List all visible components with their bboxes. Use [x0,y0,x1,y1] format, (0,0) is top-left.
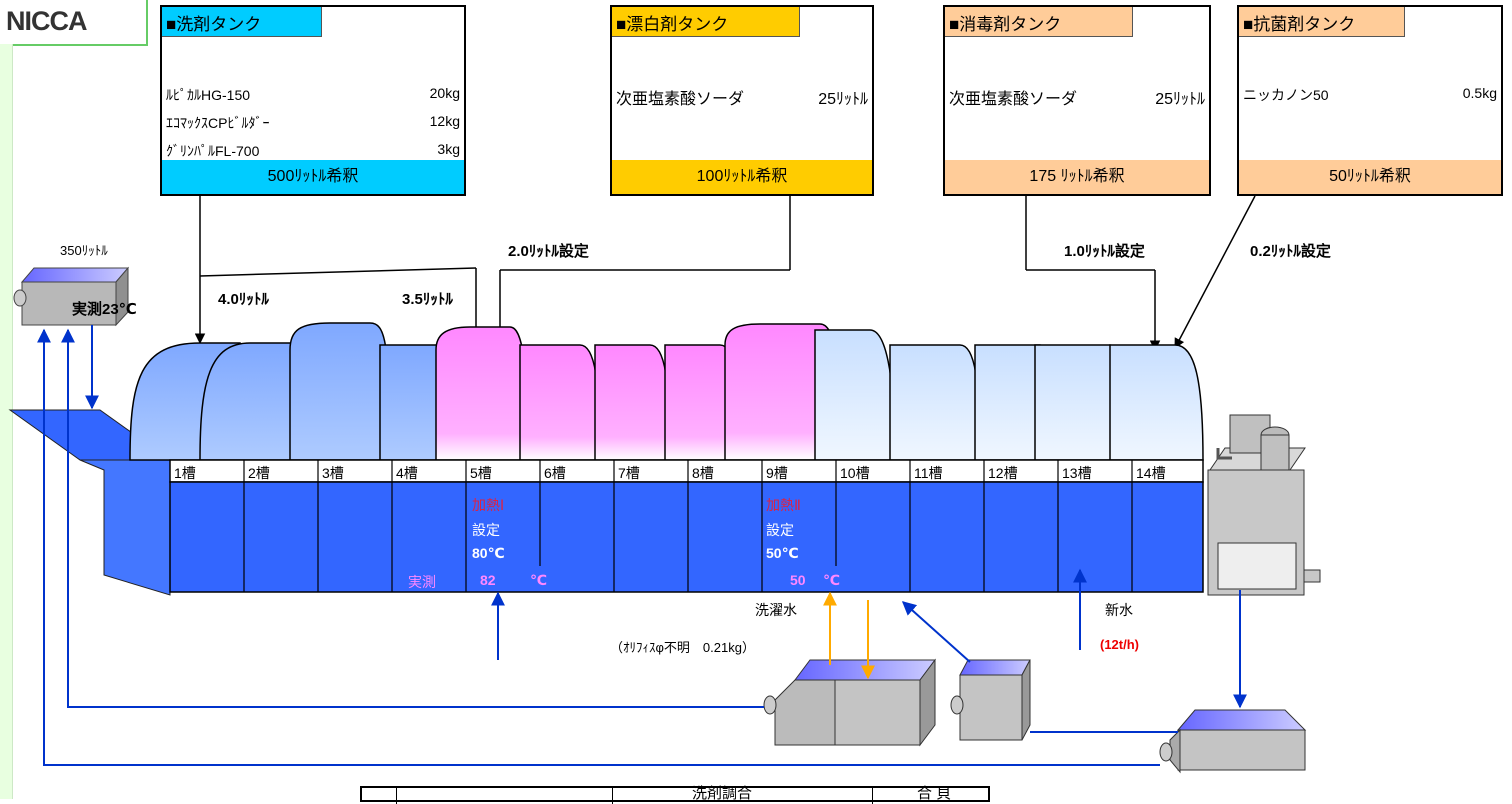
heat1-unit: ℃ [530,572,547,588]
orifice-note: （ｵﾘﾌｨｽφ不明 0.21kg） [610,640,755,655]
left-margin-bar [0,44,13,799]
dosing-label-2: 3.5ﾘｯﾄﾙ [402,291,453,308]
cell-13-label: 13槽 [1062,465,1092,481]
heat2-set: 設定 [766,522,794,538]
new-water-rate: (12t/h) [1100,637,1139,652]
bottom-tanks [763,658,1307,774]
antibacterial-dilution: 50ﾘｯﾄﾙ希釈 [1239,160,1501,194]
tank-body [169,481,1204,593]
logo-text: NICCA [6,6,87,36]
table-header-formula: 洗剤調合 [692,785,753,802]
heat1-set: 設定 [472,522,500,538]
cell-dividers [243,460,1133,592]
logo: NICCA [0,0,148,46]
supply-tank-temp: 実測23℃ [72,301,137,318]
rinse-water-label: 洗濯水 [755,602,797,618]
bleach-tank-title: ■漂白剤タンク [612,7,800,37]
cell-2-label: 2槽 [248,465,270,481]
cell-6-label: 6槽 [544,465,566,481]
cell-14-label: 14槽 [1136,465,1166,481]
table-header-total: 合 貝 [917,785,952,802]
cell-8-label: 8槽 [692,465,714,481]
cell-3-label: 3槽 [322,465,344,481]
detergent-dilution: 500ﾘｯﾄﾙ希釈 [162,160,464,194]
cell-1-label: 1槽 [174,465,196,481]
dosing-label-3: 2.0ﾘｯﾄﾙ設定 [508,243,589,260]
cell-9-label: 9槽 [766,465,788,481]
rinse-pipes [823,591,875,680]
cell-4-label: 4槽 [396,465,418,481]
bleach-dilution: 100ﾘｯﾄﾙ希釈 [612,160,872,194]
cell-12-label: 12槽 [988,465,1018,481]
press-machine [1207,414,1321,596]
heat1-measval: 82 [480,572,496,588]
heat2-unit: ℃ [823,572,840,588]
dosing-label-4: 1.0ﾘｯﾄﾙ設定 [1064,243,1145,260]
new-water-label: 新水 [1105,602,1133,618]
antibacterial-tank-title: ■抗菌剤タンク [1239,7,1405,37]
dosing-label-1: 4.0ﾘｯﾄﾙ [218,291,269,308]
supply-tank-volume: 350ﾘｯﾄﾙ [60,243,108,258]
supply-tank [13,266,130,327]
disinfectant-dilution: 175 ﾘｯﾄﾙ希釈 [945,160,1209,194]
cell-10-label: 10槽 [840,465,870,481]
heat2-setval: 50℃ [766,545,799,561]
disinfectant-tank-title: ■消毒剤タンク [945,7,1133,37]
cell-7-label: 7槽 [618,465,640,481]
cell-11-label: 11槽 [914,465,943,481]
dosing-label-5: 0.2ﾘｯﾄﾙ設定 [1250,243,1331,260]
heat1-setval: 80℃ [472,545,505,561]
heat2-label: 加熱Ⅱ [766,497,801,513]
water-pipes [37,325,1247,766]
formula-table: 洗剤調合 合 貝 [360,785,990,804]
heat1-label: 加熱Ⅰ [472,497,505,513]
washer-hoods [129,322,1204,461]
cell-5-label: 5槽 [470,465,492,481]
heat1-meas: 実測 [408,574,436,590]
detergent-tank-title: ■洗剤タンク [162,7,322,37]
heat2-measval: 50 [790,572,806,588]
